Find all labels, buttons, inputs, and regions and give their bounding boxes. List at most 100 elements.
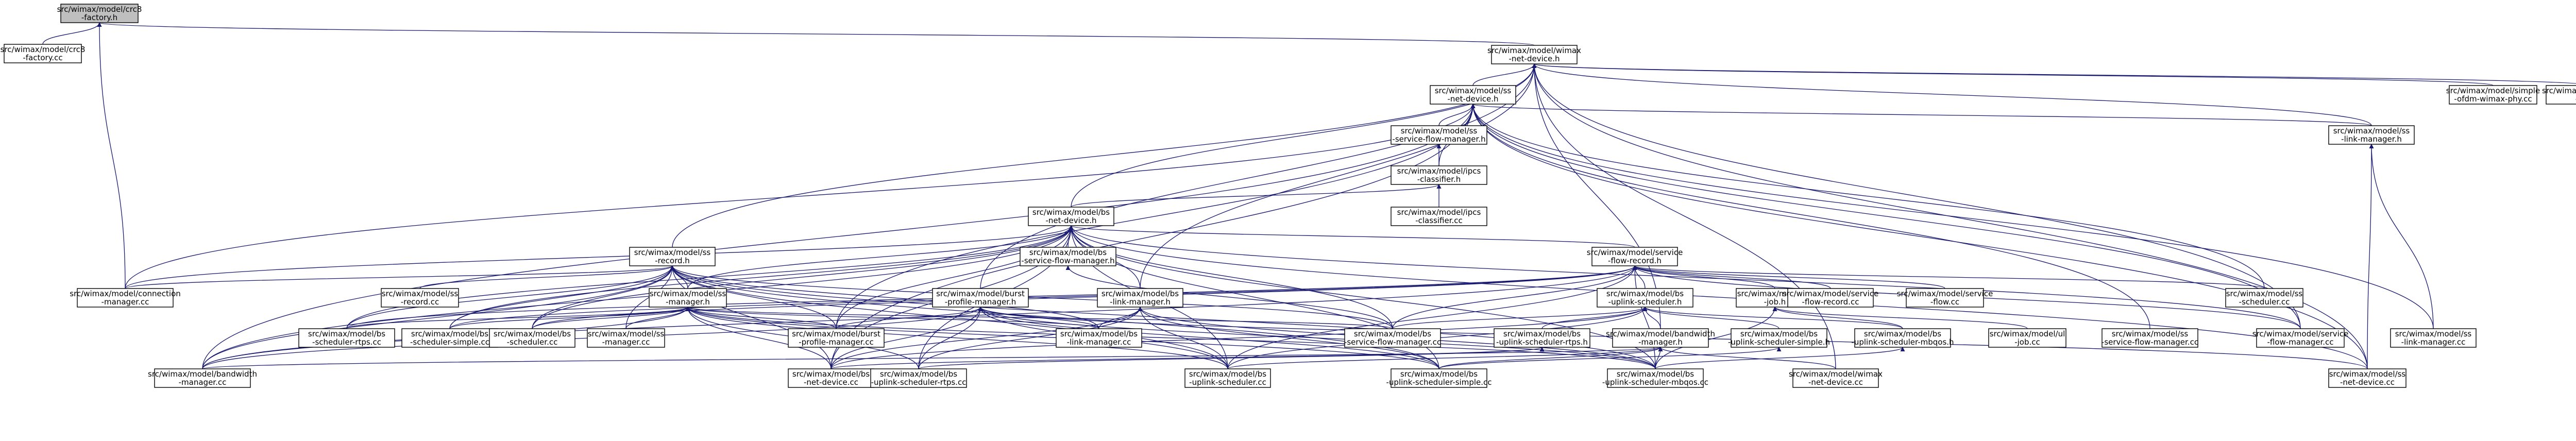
file-node[interactable]: src/wimax/model/bs-service-flow-manager.… [1020,247,1116,266]
file-node-label: -scheduler-rtps.cc [312,337,381,347]
file-node-box [1391,125,1487,145]
file-node[interactable]: src/wimax/model/bs-scheduler.cc [489,328,575,348]
include-edge [125,104,1476,289]
file-node[interactable]: src/wimax/model/ss-manager.h [649,288,727,308]
file-node[interactable]: src/wimax/model/simple-ofdm-wimax-phy.cc [2446,85,2540,105]
file-node[interactable]: src/wimax/model/ss-scheduler.cc [2225,288,2303,308]
file-node-box [1612,328,1709,348]
file-node[interactable]: src/wimax/model/connection-manager.cc [70,288,181,308]
file-node[interactable]: src/wimax/model/wimax-net-device.h [1487,45,1581,64]
file-node-box [381,288,459,308]
file-node[interactable]: src/wimax/model/ipcs-classifier.h [1391,165,1487,185]
file-node-label: -service-flow-manager.cc [1344,337,1441,347]
file-node[interactable]: src/wimax/model/ss-service-flow-manager.… [2102,328,2198,348]
file-node[interactable]: src/wimax/model/ss-link-manager.cc [2390,328,2477,348]
file-node[interactable]: src/wimax/model/ul-job.cc [1988,328,2066,348]
file-node[interactable]: src/wimax/model/ipcs-classifier.cc [1391,207,1487,226]
file-node-box [1597,288,1693,308]
file-node-label: src/wimax/model/service [2252,329,2349,338]
file-node-label: src/wimax/model/ss [2226,289,2303,298]
file-node[interactable]: src/wimax/model/bs-scheduler-simple.cc [401,328,498,348]
file-node-label: src/wimax/model/bs [1400,369,1478,379]
file-node[interactable]: src/wimax/model/bs-uplink-scheduler-simp… [1728,328,1830,348]
include-edge [1472,63,1537,86]
file-node[interactable]: src/wimax/model/bs-uplink-scheduler.cc [1184,368,1271,388]
file-node[interactable]: src/wimax/model/bs-uplink-scheduler-mbqo… [1851,328,1954,348]
include-edge [346,307,690,329]
file-node[interactable]: src/wimax/model/bs-link-manager.cc [1056,328,1142,348]
file-node[interactable]: src/wimax/model/crc8-factory.cc [1,44,86,63]
file-node-label: -flow-record.h [1608,256,1662,265]
file-node[interactable]: src/wimax/model/wimax-net-device.cc [1789,368,1883,388]
file-node[interactable]: src/wimax/model/ss-link-manager.h [2328,125,2415,145]
file-node-box [1787,288,1874,308]
file-node[interactable]: src/wimax/model/ss-record.cc [381,288,459,308]
file-node[interactable]: src/wimax/model/bs-uplink-scheduler-simp… [1386,368,1492,388]
file-node[interactable]: src/wimax/model/service-flow-record.h [1587,247,1683,266]
file-node-box [2225,288,2303,308]
file-node-label: -uplink-scheduler-simple.cc [1386,378,1492,387]
file-node[interactable]: src/wimax/model/ss-service-flow-manager.… [1391,125,1487,145]
file-node[interactable]: src/wimax/model/ss-net-device.h [1430,85,1516,105]
file-node-label: -manager.cc [179,378,227,387]
file-node[interactable]: src/wimax/model/bs-uplink-scheduler-rtps… [1494,328,1590,348]
file-node-label: src/wimax/model/service [1587,248,1683,257]
file-node[interactable]: src/wimax/model/bs-uplink-scheduler-mbqo… [1602,368,1708,388]
file-node-label: src/wimax/model/ipcs [1397,166,1481,176]
file-node-box [489,328,575,348]
file-node-label: src/wimax/model/bs [1029,248,1107,257]
include-edge [449,265,1637,329]
file-node[interactable]: src/wimax/model/bs-service-flow-manager.… [1344,328,1441,348]
file-node[interactable]: src/wimax/model/bs-uplink-scheduler-rtps… [870,368,967,388]
file-node-label: src/wimax/model/crc8 [1,45,86,54]
file-node[interactable]: src/wimax/model/bs-link-manager.h [1097,288,1183,308]
file-node-box [2256,328,2345,348]
include-edge [202,225,1074,369]
file-node-box [1854,328,1951,348]
file-node[interactable]: src/wimax/model/ss-net-device.cc [2328,368,2406,388]
file-node[interactable]: src/wimax/model/service-flow-manager.cc [2252,328,2349,348]
file-node[interactable]: src/wimax/model/bs-net-device.h [1028,207,1114,226]
include-edge [1470,104,2301,329]
include-edge [346,265,675,329]
file-node[interactable]: src/wimax/model/bs-uplink-scheduler.h [1597,288,1693,308]
file-node-label: src/wimax/model/bs [1606,289,1684,298]
file-node-box [60,4,139,23]
include-edge [1532,63,2372,126]
include-edge [1227,347,1663,369]
include-edge [1069,225,1635,248]
include-edge [670,265,1439,369]
file-node[interactable]: src/wimax/model/ss-record.h [629,247,716,266]
file-node-label: src/wimax/model/bs [411,329,488,338]
file-node-box [1028,207,1114,226]
file-node-label: src/wimax/model/connection [70,289,181,298]
file-node[interactable]: src/wimax/model/service-flow-record.cc [1783,288,1879,308]
focus-file-node[interactable]: src/wimax/model/crc8-factory.h [57,4,142,23]
include-edge [202,265,675,369]
file-node[interactable]: src/wimax/model/bs-net-device.cc [788,368,874,388]
file-node[interactable]: src/wimax/model/bandwidth-manager.cc [148,368,257,388]
include-edge [1471,104,2372,126]
include-edge [449,307,690,329]
file-node[interactable]: src/wimax/model/burst-profile-manager.cc [788,328,885,348]
include-edge [42,22,102,45]
include-edge [1642,307,1780,329]
file-node-label: src/wimax/model/ss [382,289,459,298]
include-edge [670,265,1228,369]
file-node-box [1391,368,1487,388]
include-edge [978,307,1439,369]
include-edge [1632,265,1775,289]
include-edge [836,225,1074,329]
file-node[interactable]: src/wimax/model/service-flow.cc [1897,288,1993,308]
file-node[interactable]: src/wimax/model/burst-profile-manager.h [932,288,1029,308]
file-node[interactable]: src/wimax/model/ss-manager.cc [587,328,665,348]
file-node-label: src/wimax/model/ss [1401,126,1478,135]
file-node[interactable]: src/wimax/model/wimax-phy.cc [2542,85,2576,105]
file-node[interactable]: src/wimax/model/bs-scheduler-rtps.cc [298,328,395,348]
include-edge [1772,307,2028,329]
include-edge [1532,63,1661,329]
file-node-label: -net-device.cc [2340,378,2395,387]
file-node-label: -phy.cc [2575,94,2576,104]
file-node[interactable]: src/wimax/model/bandwidth-manager.h [1606,328,1715,348]
include-edge [831,307,1648,369]
